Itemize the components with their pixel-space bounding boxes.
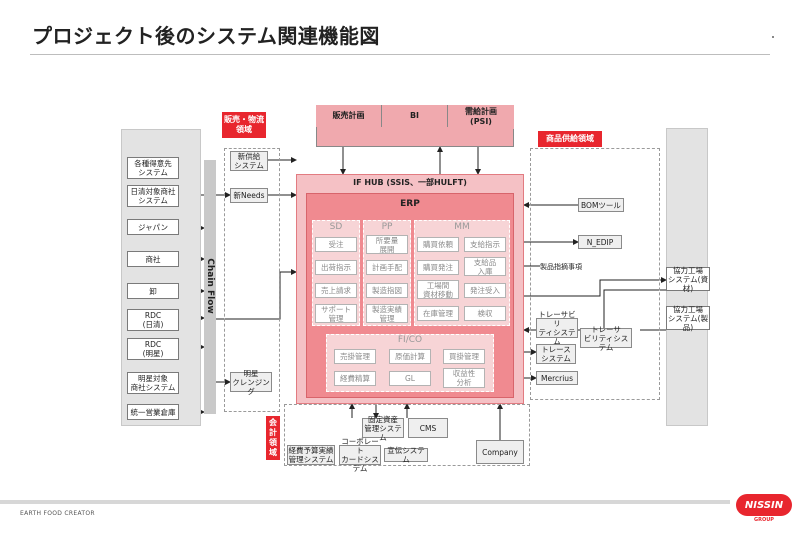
mm-purchase-order-box: 購買発注 [417,260,459,275]
fico-payables-box: 買掛管理 [443,349,485,364]
fixed-asset-system-box: 固定資産 管理システム [362,415,404,442]
mm-purchase-request-box: 購買依頼 [417,237,459,252]
erp-label: ERP [400,199,420,209]
trace-system-box: トレース システム [536,344,576,364]
mm-supply-instruction-box: 支給指示 [464,237,506,252]
mm-supplied-receipt-box: 支給品 入庫 [464,257,506,276]
sd-billing-box: 売上請求 [315,283,357,298]
expense-budget-system-box: 経費予算実績 管理システム [287,445,335,465]
pp-planning-box: 計画手配 [366,260,408,275]
mm-plant-transfer-box: 工場間 資材移動 [417,280,459,299]
unified-warehouse-box: 統一営業倉庫 [127,404,179,420]
company-box: Company [476,440,524,464]
pp-requirements-box: 所要量 展開 [366,235,408,254]
rdc-nissin-box: RDC (日清) [127,309,179,331]
fico-costing-box: 原価計算 [389,349,431,364]
trading-company-box: 商社 [127,251,179,267]
sales-logistics-label: 販売・物流 領域 [222,112,266,138]
sales-plan-box: 販売計画 [316,105,382,127]
product-supply-label: 商品供給領域 [538,131,602,147]
chain-flow-label: Chain Flow [205,258,215,314]
partner-factory-materials-box: 協力工場 システム(資材) [666,265,710,293]
traceability-system-box-2: トレーサ ビリティシステム [580,325,632,352]
mm-inspection-box: 検収 [464,306,506,321]
fico-label: FI/CO [397,335,423,345]
pp-production-order-box: 製造指図 [366,283,408,298]
mm-inventory-box: 在庫管理 [417,306,459,321]
rdc-myojo-box: RDC (明星) [127,338,179,360]
sd-support-box: サポート 管理 [315,304,357,323]
nissin-trading-systems-box: 日清対象商社 システム [127,185,179,207]
new-supply-system-box: 新供給 システム [230,151,268,171]
if-hub-label: IF HUB (SSIS、一部HULFT) [353,178,467,187]
mm-label: MM [454,222,470,232]
page-title: プロジェクト後のシステム関連機能図 [32,24,380,48]
partner-factory-products-box: 協力工場 システム(製品) [666,304,710,332]
n-edip-box: N_EDIP [578,235,622,249]
sd-shipping-box: 出荷指示 [315,260,357,275]
japan-box: ジャパン [127,219,179,235]
sd-label: SD [329,222,343,232]
chain-flow-bar [204,160,216,414]
fico-expense-box: 経費精算 [334,371,376,386]
sd-order-box: 受注 [315,237,357,252]
bom-tool-box: BOMツール [578,198,624,212]
wholesale-box: 卸 [127,283,179,299]
footer-bar [0,500,730,504]
accounting-area [284,404,530,466]
pp-label: PP [381,222,393,232]
myojo-trading-systems-box: 明星対象 商社システム [127,372,179,394]
nissin-logo-sub: GROUP [754,517,774,523]
title-divider [30,54,770,55]
bi-box: BI [382,105,448,127]
product-supply-area [530,148,660,400]
cms-box: CMS [408,418,448,438]
advertising-system-box: 宣伝システム [384,446,428,464]
mercrius-box: Mercrius [536,371,578,385]
footer-tagline: EARTH FOOD CREATOR [20,510,95,517]
corner-mark [772,36,774,38]
fico-profitability-box: 収益性 分析 [443,368,485,388]
sales-logistics-area [224,148,280,412]
pp-production-results-box: 製造実績 管理 [366,304,408,323]
accounting-label: 会 計 領 域 [266,416,280,460]
customer-systems-box: 各種得意先 システム [127,157,179,179]
traceability-system-box-1: トレーサビリ ティシステム [536,310,578,346]
myojo-cleansing-box: 明星 クレンジング [230,369,272,396]
fico-gl-box: GL [389,371,431,386]
nissin-logo: NISSIN [736,494,792,516]
corporate-card-system-box: コーポレート カードシステム [339,437,381,473]
mm-order-receipt-box: 発注受入 [464,283,506,298]
product-issues-label: 製品指摘事項 [540,263,582,271]
new-needs-box: 新Needs [230,188,268,203]
fico-receivables-box: 売掛管理 [334,349,376,364]
supply-demand-plan-box: 需給計画 (PSI) [448,105,514,129]
